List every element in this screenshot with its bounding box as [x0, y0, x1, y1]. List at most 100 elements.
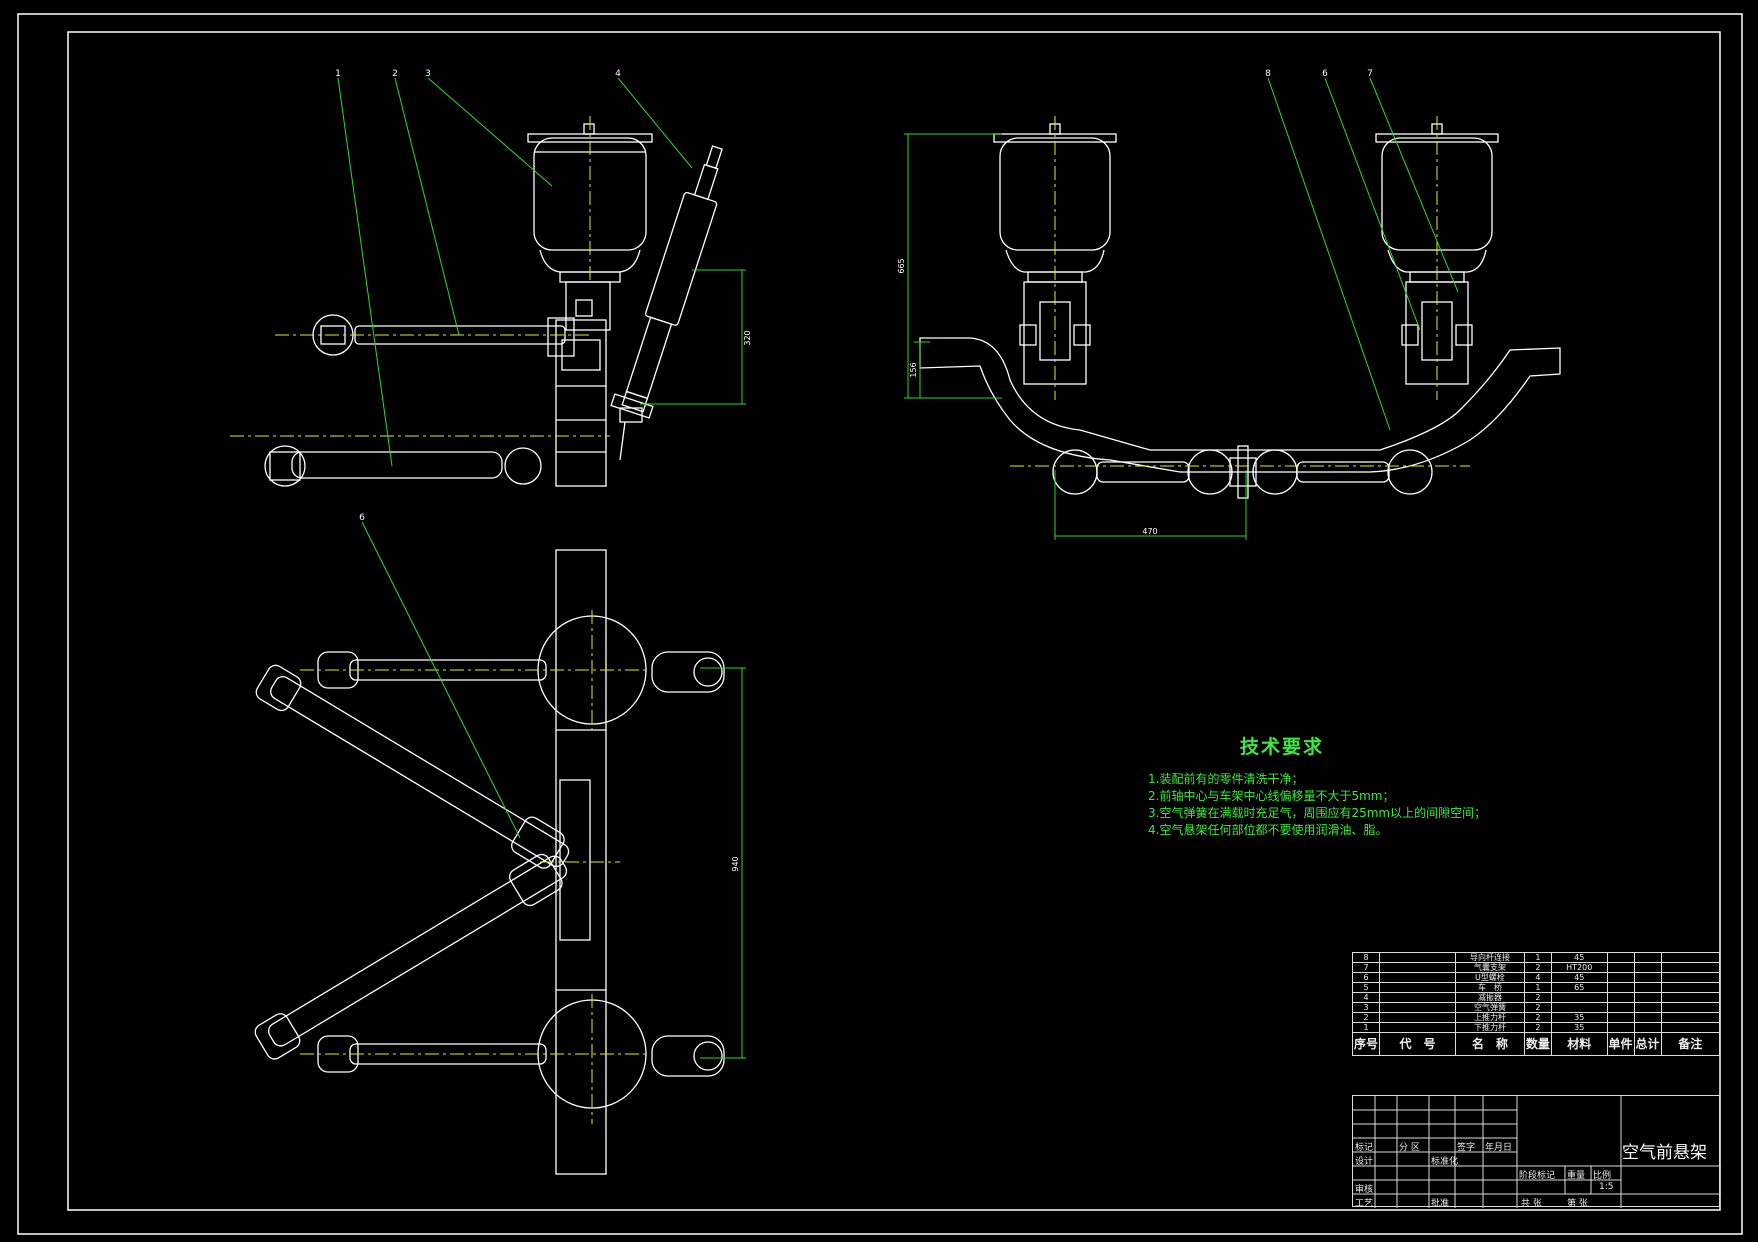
- bom-cell-mat: [1550, 992, 1608, 1003]
- bom-cell-no: 6: [1351, 972, 1381, 983]
- bom-cell-total: [1633, 1002, 1662, 1013]
- bom-cell-unit: [1606, 952, 1635, 963]
- bom-cell-total: [1633, 982, 1662, 993]
- front-view: [919, 123, 1561, 499]
- bom-cell-no: 8: [1351, 952, 1381, 963]
- lbl-zone: 分 区: [1399, 1143, 1420, 1153]
- lbl-sheet: 第 张: [1567, 1199, 1588, 1209]
- hdr-code: 代 号: [1379, 1032, 1457, 1056]
- bom-cell-code: [1379, 952, 1457, 963]
- balloon-1: 1: [335, 69, 341, 79]
- bom-cell-remark: [1660, 1002, 1721, 1013]
- bom-cell-qty: 2: [1523, 1022, 1552, 1033]
- bom-cell-total: [1633, 1022, 1662, 1033]
- bom-cell-remark: [1660, 982, 1721, 993]
- hdr-name: 名 称: [1455, 1032, 1525, 1056]
- bom-cell-qty: 2: [1523, 962, 1552, 973]
- bom-cell-remark: [1660, 1012, 1721, 1023]
- bom-cell-no: 5: [1351, 982, 1381, 993]
- bom-cell-code: [1379, 972, 1457, 983]
- bom-cell-name: 减振器: [1455, 992, 1525, 1003]
- bom-cell-name: 空气弹簧: [1455, 1002, 1525, 1013]
- sign-grid: [1353, 1096, 1721, 1208]
- bom-cell-no: 2: [1351, 1012, 1381, 1023]
- bom-cell-mat: 35: [1550, 1022, 1608, 1033]
- dim-470: 470: [1142, 527, 1157, 536]
- bom-cell-remark: [1660, 962, 1721, 973]
- lbl-date: 年月日: [1485, 1143, 1513, 1153]
- lbl-sheets: 共 张: [1521, 1199, 1542, 1209]
- bom-cell-qty: 4: [1523, 972, 1552, 983]
- bom-cell-name: 下推力杆: [1455, 1022, 1525, 1033]
- tech-item: 1.装配前有的零件清洗干净；: [1148, 772, 1304, 786]
- scale-value: 1:5: [1599, 1182, 1614, 1192]
- outer-frame: [17, 13, 1743, 1235]
- balloon-2: 2: [392, 69, 398, 79]
- bom-cell-unit: [1606, 1022, 1635, 1033]
- tech-item: 2.前轴中心与车架中心线偏移量不大于5mm；: [1148, 789, 1395, 803]
- bom-cell-code: [1379, 1012, 1457, 1023]
- bom-cell-qty: 2: [1523, 1012, 1552, 1023]
- hdr-mat: 材料: [1550, 1032, 1608, 1056]
- bom-cell-unit: [1606, 992, 1635, 1003]
- balloon-4: 4: [615, 69, 621, 79]
- dim-665: 665: [897, 258, 906, 273]
- inner-frame: [67, 31, 1721, 1211]
- bom-cell-mat: 65: [1550, 982, 1608, 993]
- bom-cell-remark: [1660, 992, 1721, 1003]
- hdr-no: 序号: [1351, 1032, 1381, 1056]
- dim-320: 320: [743, 330, 752, 345]
- bom-cell-total: [1633, 962, 1662, 973]
- tech-item: 4.空气悬架任何部位都不要使用润滑油、脂。: [1148, 823, 1388, 837]
- bom-cell-total: [1633, 1012, 1662, 1023]
- lbl-sign: 签字: [1457, 1143, 1476, 1153]
- bom-cell-unit: [1606, 1002, 1635, 1013]
- bom-cell-name: 车 桥: [1455, 982, 1525, 993]
- drawing-title: 空气前悬架: [1622, 1143, 1707, 1163]
- lbl-mark: 标记: [1355, 1143, 1374, 1153]
- bom-cell-code: [1379, 1022, 1457, 1033]
- lbl-review: 审核: [1355, 1185, 1374, 1195]
- tech-title: 技术要求: [1240, 736, 1325, 758]
- bom-cell-no: 1: [1351, 1022, 1381, 1033]
- bom-cell-name: U型螺栓: [1455, 972, 1525, 983]
- bom-cell-qty: 2: [1523, 992, 1552, 1003]
- lbl-design: 设计: [1355, 1157, 1374, 1167]
- lbl-process: 工艺: [1355, 1199, 1374, 1209]
- bom-cell-mat: 45: [1550, 972, 1608, 983]
- bom-cell-remark: [1660, 1022, 1721, 1033]
- hdr-unit: 单件: [1606, 1032, 1635, 1056]
- bom-cell-unit: [1606, 1012, 1635, 1023]
- bom-cell-qty: 1: [1523, 982, 1552, 993]
- bom-cell-name: 上推力杆: [1455, 1012, 1525, 1023]
- side-view: [264, 123, 723, 487]
- lbl-scale: 比例: [1593, 1171, 1612, 1181]
- bom-cell-remark: [1660, 972, 1721, 983]
- bom-cell-mat: [1550, 1002, 1608, 1013]
- lbl-std: 标准化: [1431, 1157, 1459, 1167]
- balloon-7: 7: [1367, 69, 1373, 79]
- bom-cell-no: 4: [1351, 992, 1381, 1003]
- bom-cell-no: 3: [1351, 1002, 1381, 1013]
- hdr-total: 总计: [1633, 1032, 1662, 1056]
- bom-cell-mat: HT200: [1550, 962, 1608, 973]
- balloon-3: 3: [425, 69, 431, 79]
- bom-cell-qty: 1: [1523, 952, 1552, 963]
- bom-cell-no: 7: [1351, 962, 1381, 973]
- lbl-approve: 批准: [1431, 1199, 1450, 1209]
- hdr-remark: 备注: [1660, 1032, 1721, 1056]
- bom-cell-code: [1379, 962, 1457, 973]
- bom-cell-unit: [1606, 962, 1635, 973]
- balloon-6b: 6: [359, 513, 365, 523]
- bom-cell-total: [1633, 972, 1662, 983]
- balloon-6: 6: [1322, 69, 1328, 79]
- plan-view: [254, 549, 725, 1175]
